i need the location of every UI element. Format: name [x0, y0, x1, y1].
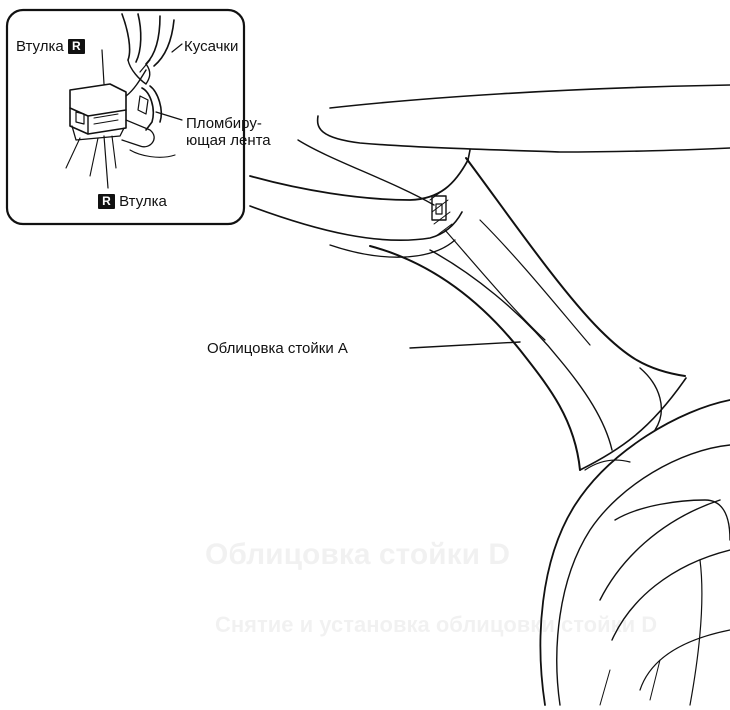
inset-label-sealing-tape: Пломбиру- ющая лента — [186, 115, 271, 149]
inset-label-bushing-top: Втулка R — [16, 38, 85, 55]
sealing-tape-line-1: Пломбиру- — [186, 115, 262, 132]
roof-edge — [316, 84, 730, 153]
pillar-trim-label: Облицовка стойки А — [207, 340, 348, 357]
sealing-tape-line-2: ющая лента — [186, 132, 271, 149]
bushing-top-badge: R — [67, 39, 85, 54]
tape-leader-line — [297, 139, 435, 206]
bushing-top-text: Втулка — [16, 38, 64, 55]
bleed-through-heading: Облицовка стойки D — [205, 538, 511, 571]
bushing-bottom-text: Втулка — [119, 193, 167, 210]
inset-label-bushing-bottom: R Втулка — [98, 193, 167, 210]
pillar-leader-line — [409, 341, 521, 349]
bushing-bottom-badge: R — [98, 194, 115, 209]
inset-detail — [65, 13, 183, 189]
a-pillar-trim — [369, 157, 687, 471]
inset-label-cutters: Кусачки — [184, 38, 239, 55]
inset-frame — [5, 8, 246, 226]
bleed-through-subheading: Снятие и установка облицовки стойки D — [215, 612, 658, 637]
steering-wheel — [539, 399, 730, 706]
